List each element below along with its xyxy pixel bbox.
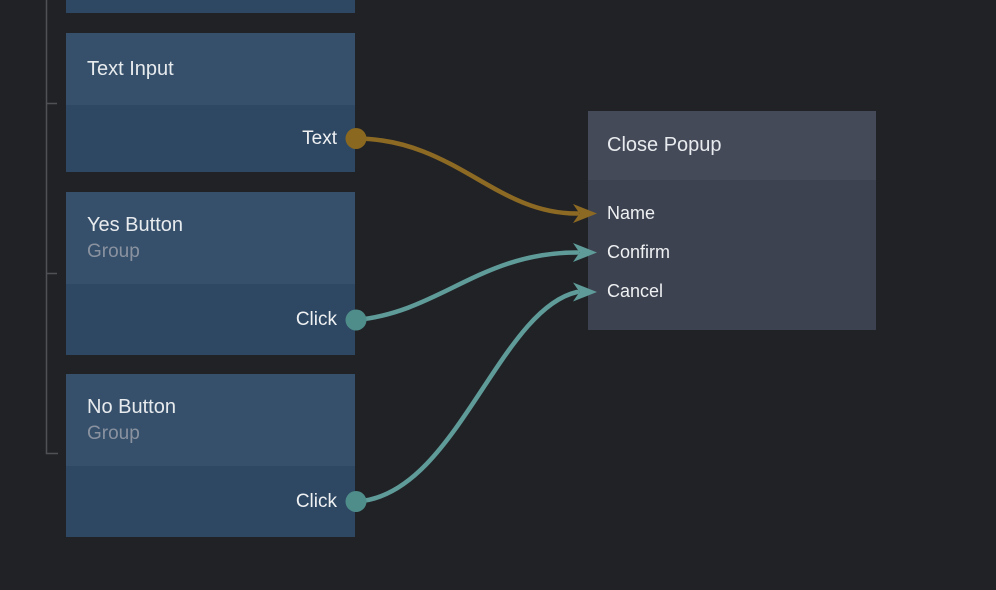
node-partial-top[interactable] <box>66 0 355 13</box>
node-close-popup[interactable]: Close Popup Name Confirm Cancel <box>588 111 876 330</box>
node-no-button-header: No Button Group <box>66 374 355 466</box>
input-port-row-confirm: Confirm <box>607 233 876 272</box>
input-port-label-confirm: Confirm <box>607 242 671 262</box>
wire-text-to-name[interactable] <box>353 136 580 216</box>
node-text-input-body: Text <box>66 105 355 172</box>
node-yes-button-body: Click <box>66 284 355 355</box>
node-text-input-header: Text Input <box>66 33 355 105</box>
node-yes-button[interactable]: Yes Button Group Click <box>66 192 355 355</box>
node-title: Yes Button <box>87 213 184 236</box>
node-yes-button-header: Yes Button Group <box>66 192 355 284</box>
wire-no-click-to-cancel[interactable] <box>353 289 580 504</box>
node-no-button-body: Click <box>66 466 355 537</box>
node-subtitle: Group <box>87 422 140 444</box>
node-title: No Button <box>87 395 176 418</box>
input-port-label-name: Name <box>607 203 656 223</box>
node-title: Text Input <box>87 57 174 80</box>
node-subtitle: Group <box>87 240 140 262</box>
node-title: Close Popup <box>607 134 722 156</box>
output-port-label-click: Click <box>295 308 337 330</box>
output-port-label-text: Text <box>302 127 337 149</box>
hierarchy-connector-line <box>45 0 58 455</box>
node-close-popup-header: Close Popup <box>588 111 876 180</box>
input-port-row-cancel: Cancel <box>607 272 876 311</box>
input-port-label-cancel: Cancel <box>607 281 664 301</box>
output-port-label-click: Click <box>295 490 337 512</box>
node-text-input[interactable]: Text Input Text <box>66 33 355 172</box>
node-close-popup-body: Name Confirm Cancel <box>588 180 876 330</box>
wire-yes-click-to-confirm[interactable] <box>353 250 580 323</box>
input-port-row-name: Name <box>607 194 876 233</box>
node-no-button[interactable]: No Button Group Click <box>66 374 355 537</box>
